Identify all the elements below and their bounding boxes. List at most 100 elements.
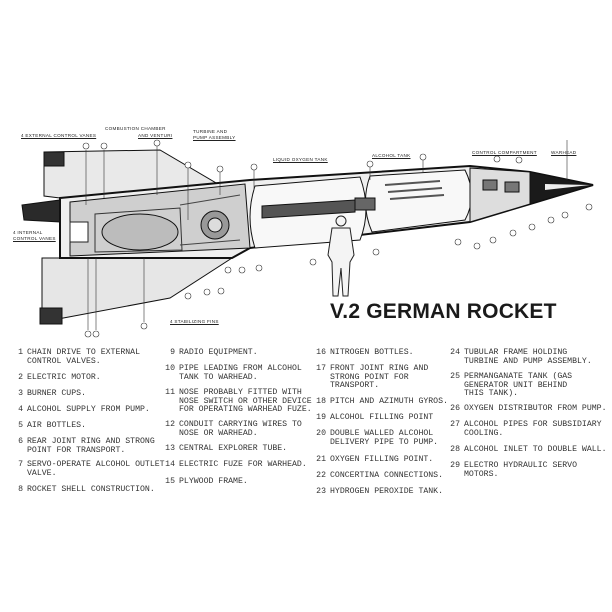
legend-item: 7 SERVO-OPERATE ALCOHOL OUTLET VALVE. — [12, 460, 165, 478]
label-venturi: AND VENTURI — [138, 133, 173, 138]
legend-item: 17 FRONT JOINT RING AND STRONG POINT FOR … — [315, 364, 429, 391]
legend-item: 20 DOUBLE WALLED ALCOHOL DELIVERY PIPE TO… — [315, 429, 439, 447]
legend-item: 19 ALCOHOL FILLING POINT — [315, 413, 434, 423]
legend-text: CONDUIT CARRYING WIRES TO NOSE OR WARHEA… — [179, 420, 302, 438]
legend-text: OXYGEN FILLING POINT. — [330, 455, 434, 464]
legend-item: 8 ROCKET SHELL CONSTRUCTION. — [12, 485, 155, 495]
diagram-title: V.2 GERMAN ROCKET — [330, 300, 557, 323]
label-turbine: TURBINE AND — [193, 129, 228, 134]
legend-number: 27 — [450, 420, 460, 429]
legend-item: 25 PERMANGANATE TANK (GAS GENERATOR UNIT … — [449, 372, 573, 399]
lower-fin — [41, 257, 234, 323]
legend-text: HYDROGEN PEROXIDE TANK. — [330, 487, 444, 496]
legend-text: ELECTRIC MOTOR. — [27, 373, 101, 382]
label-combustion-chamber: COMBUSTION CHAMBER — [105, 126, 166, 131]
legend-text: ALCOHOL FILLING POINT — [330, 413, 434, 422]
legend-number: 14 — [165, 460, 175, 469]
legend-number: 5 — [18, 421, 23, 430]
legend-text: NOSE PROBABLY FITTED WITH NOSE SWITCH OR… — [179, 388, 312, 415]
legend-text: ALCOHOL SUPPLY FROM PUMP. — [27, 405, 150, 414]
legend-text: PITCH AND AZIMUTH GYROS. — [330, 397, 448, 406]
legend-text: CONCERTINA CONNECTIONS. — [330, 471, 444, 480]
legend-number: 8 — [18, 485, 23, 494]
legend-number: 4 — [18, 405, 23, 414]
legend-item: 11 NOSE PROBABLY FITTED WITH NOSE SWITCH … — [164, 388, 312, 415]
legend-number: 19 — [316, 413, 326, 422]
legend-number: 25 — [450, 372, 460, 381]
legend-text: REAR JOINT RING AND STRONG POINT FOR TRA… — [27, 437, 155, 455]
legend-item: 24 TUBULAR FRAME HOLDING TURBINE AND PUMP… — [449, 348, 592, 366]
legend-text: ELECTRO HYDRAULIC SERVO MOTORS. — [464, 461, 578, 479]
legend-text: SERVO-OPERATE ALCOHOL OUTLET VALVE. — [27, 460, 165, 478]
legend-text: ROCKET SHELL CONSTRUCTION. — [27, 485, 155, 494]
legend-item: 26 OXYGEN DISTRIBUTOR FROM PUMP. — [449, 404, 607, 414]
legend-text: DOUBLE WALLED ALCOHOL DELIVERY PIPE TO P… — [330, 429, 439, 447]
legend-number: 23 — [316, 487, 326, 496]
label-alcohol-tank: ALCOHOL TANK — [372, 153, 411, 158]
label-external-vanes: 4 EXTERNAL CONTROL VANES — [21, 133, 97, 138]
legend-item: 5 AIR BOTTLES. — [12, 421, 86, 431]
legend-number: 3 — [18, 389, 23, 398]
legend-text: CENTRAL EXPLORER TUBE. — [179, 444, 288, 453]
legend-item: 14 ELECTRIC FUZE FOR WARHEAD. — [164, 460, 307, 470]
legend-item: 6 REAR JOINT RING AND STRONG POINT FOR TR… — [12, 437, 155, 455]
legend-item: 15 PLYWOOD FRAME. — [164, 477, 248, 487]
legend-text: ELECTRIC FUZE FOR WARHEAD. — [179, 460, 307, 469]
lower-vane — [39, 307, 63, 325]
legend-number: 11 — [165, 388, 175, 397]
legend-text: FRONT JOINT RING AND STRONG POINT FOR TR… — [330, 364, 429, 391]
alcohol-tank — [365, 169, 472, 233]
legend-item: 2 ELECTRIC MOTOR. — [12, 373, 101, 383]
label-control-compartment: CONTROL COMPARTMENT — [472, 150, 537, 155]
legend-number: 18 — [316, 397, 326, 406]
legend-number: 6 — [18, 437, 23, 446]
legend-text: TUBULAR FRAME HOLDING TURBINE AND PUMP A… — [464, 348, 592, 366]
legend-item: 12 CONDUIT CARRYING WIRES TO NOSE OR WARH… — [164, 420, 302, 438]
legend-item: 1 CHAIN DRIVE TO EXTERNAL CONTROL VALVES. — [12, 348, 141, 366]
legend-text: AIR BOTTLES. — [27, 421, 86, 430]
legend-text: PLYWOOD FRAME. — [179, 477, 248, 486]
label-internal-vanes: 4 INTERNAL — [13, 230, 43, 235]
legend-text: RADIO EQUIPMENT. — [179, 348, 258, 357]
legend-item: 13 CENTRAL EXPLORER TUBE. — [164, 444, 288, 454]
legend-number: 26 — [450, 404, 460, 413]
legend-item: 4 ALCOHOL SUPPLY FROM PUMP. — [12, 405, 150, 415]
legend-number: 1 — [18, 348, 23, 357]
legend-text: PERMANGANATE TANK (GAS GENERATOR UNIT BE… — [464, 372, 573, 399]
legend-item: 18 PITCH AND AZIMUTH GYROS. — [315, 397, 448, 407]
legend-number: 2 — [18, 373, 23, 382]
legend-text: PIPE LEADING FROM ALCOHOL TANK TO WARHEA… — [179, 364, 302, 382]
legend-number: 24 — [450, 348, 460, 357]
legend-number: 17 — [316, 364, 326, 373]
legend-number: 29 — [450, 461, 460, 470]
legend-number: 13 — [165, 444, 175, 453]
soldier-figure — [327, 215, 355, 297]
legend-item: 27 ALCOHOL PIPES FOR SUBSIDIARY COOLING. — [449, 420, 602, 438]
label-warhead: WARHEAD — [551, 150, 577, 155]
legend-number: 15 — [165, 477, 175, 486]
external-vane — [43, 151, 65, 167]
legend-number: 12 — [165, 420, 175, 429]
legend-item: 22 CONCERTINA CONNECTIONS. — [315, 471, 444, 481]
legend-text: NITROGEN BOTTLES. — [330, 348, 414, 357]
legend-item: 29 ELECTRO HYDRAULIC SERVO MOTORS. — [449, 461, 578, 479]
legend-number: 7 — [18, 460, 23, 469]
legend-item: 23 HYDROGEN PEROXIDE TANK. — [315, 487, 444, 497]
legend-number: 22 — [316, 471, 326, 480]
legend-number: 21 — [316, 455, 326, 464]
legend-text: OXYGEN DISTRIBUTOR FROM PUMP. — [464, 404, 607, 413]
label-internal-vanes-2: CONTROL VANES — [13, 236, 56, 241]
legend-number: 20 — [316, 429, 326, 438]
label-pump-assembly: PUMP ASSEMBLY — [193, 135, 236, 140]
label-stabilizing-fins: 4 STABILIZING FINS — [170, 319, 219, 324]
legend-text: CHAIN DRIVE TO EXTERNAL CONTROL VALVES. — [27, 348, 141, 366]
legend-item: 9 RADIO EQUIPMENT. — [164, 348, 258, 358]
legend-text: ALCOHOL PIPES FOR SUBSIDIARY COOLING. — [464, 420, 602, 438]
legend-text: BURNER CUPS. — [27, 389, 86, 398]
label-lox-tank: LIQUID OXYGEN TANK — [273, 157, 328, 162]
legend-number: 9 — [170, 348, 175, 357]
